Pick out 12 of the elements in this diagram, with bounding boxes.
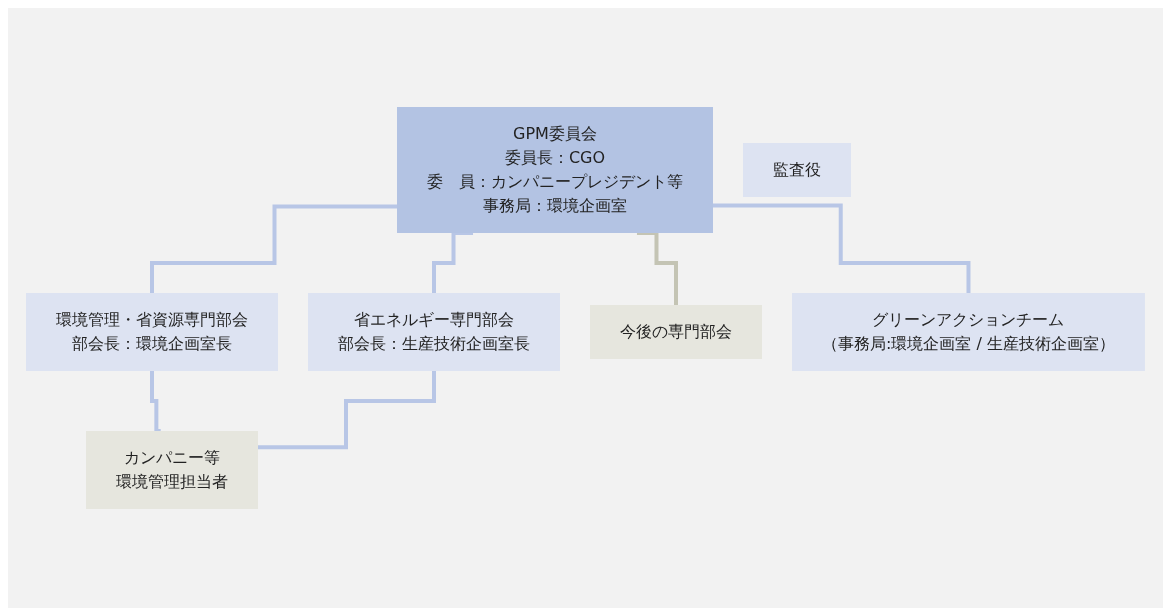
connector: [258, 369, 436, 450]
node-box: 環境管理・省資源専門部会 部会長：環境企画室長: [26, 293, 278, 371]
connector: [150, 204, 397, 295]
node-box: 省エネルギー専門部会 部会長：生産技術企画室長: [308, 293, 560, 371]
node-box: 今後の専門部会: [590, 305, 762, 359]
connector: [713, 203, 971, 295]
connector: [150, 369, 161, 433]
connector: [432, 231, 474, 295]
node-box: カンパニー等 環境管理担当者: [86, 431, 258, 509]
node-box: GPM委員会 委員長：CGO 委 員：カンパニープレジデント等 事務局：環境企画室: [397, 107, 713, 233]
node-box: グリーンアクションチーム （事務局:環境企画室 / 生産技術企画室）: [792, 293, 1145, 371]
connector: [637, 231, 678, 307]
